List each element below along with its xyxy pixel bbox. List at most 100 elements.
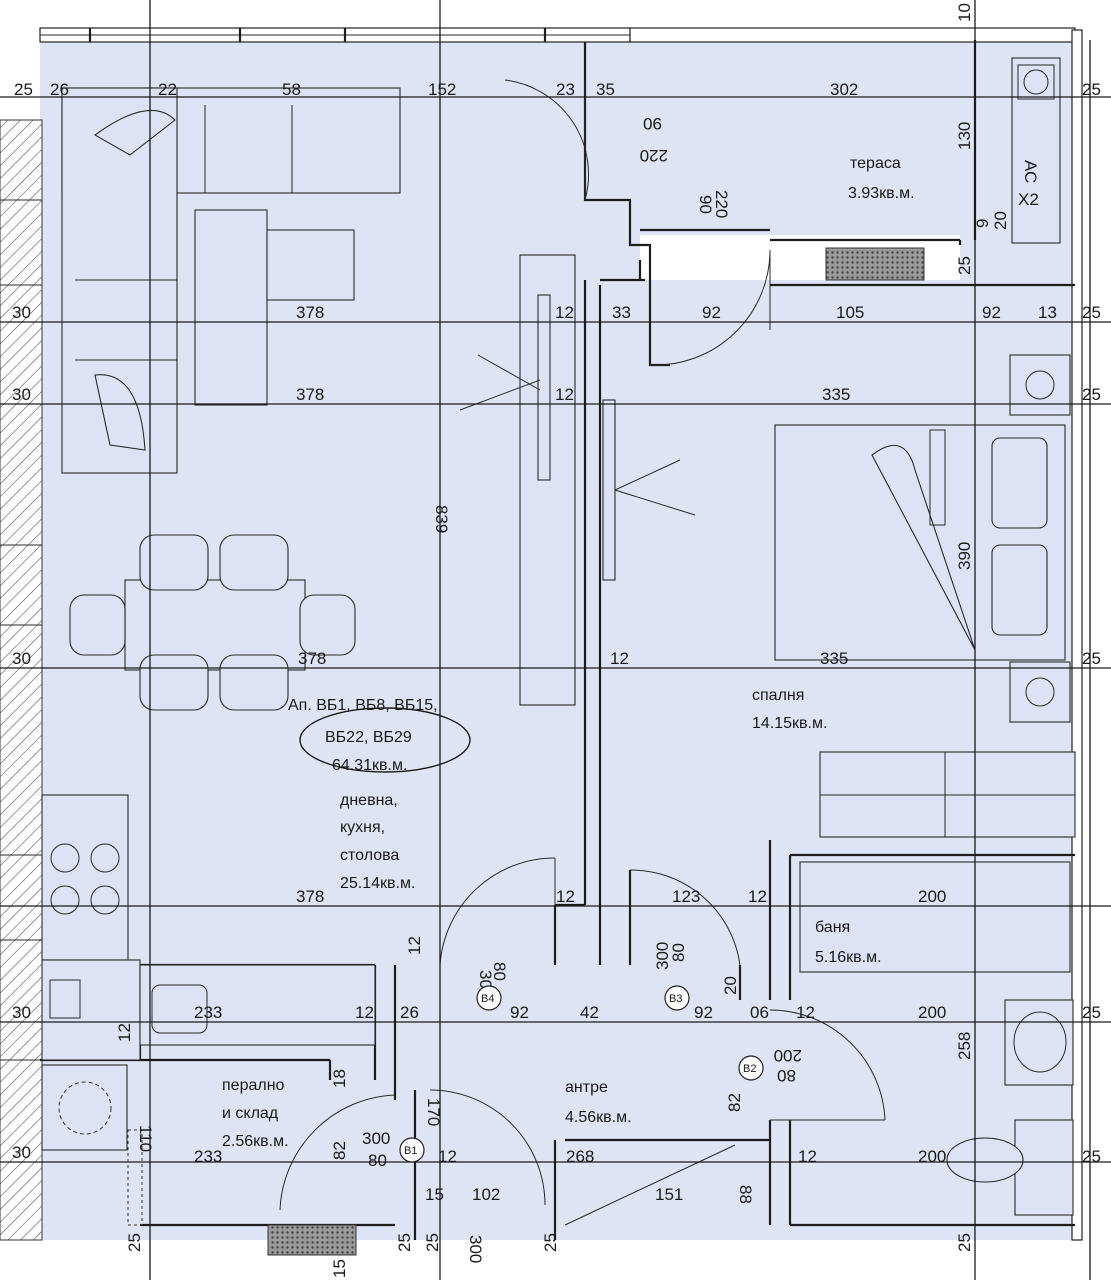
sliding-wardrobe xyxy=(459,254,696,706)
hall-label: антре xyxy=(565,1079,608,1096)
dim: 82 xyxy=(725,1093,744,1112)
dim: 151 xyxy=(655,1185,683,1204)
dim: 300 xyxy=(362,1129,390,1148)
dim: 90 xyxy=(696,195,715,214)
terrace-label: тераса xyxy=(850,155,901,172)
dim: 92 xyxy=(694,1003,713,1022)
dining-label: столова xyxy=(340,847,399,864)
dim: 25 xyxy=(1082,80,1101,99)
living-area: 25.14кв.м. xyxy=(340,875,415,892)
dim: 130 xyxy=(955,122,974,150)
dim: 25 xyxy=(125,1233,144,1252)
dim: 20 xyxy=(991,211,1010,230)
dim: 25 xyxy=(1082,649,1101,668)
markers: В4 В3 В2 В1 xyxy=(399,985,764,1163)
dim: 12 xyxy=(438,1147,457,1166)
dim: 80 xyxy=(777,1066,796,1085)
dim: 390 xyxy=(955,542,974,570)
dim: 335 xyxy=(822,385,850,404)
living-label: дневна, xyxy=(340,792,398,809)
ac-unit xyxy=(1011,57,1061,244)
terrace-area: 3.93кв.м. xyxy=(848,185,915,202)
table-desk xyxy=(194,209,355,406)
dim: 25 xyxy=(955,256,974,275)
dim: 220 xyxy=(712,190,731,218)
dim: 110 xyxy=(136,1125,155,1152)
dim: 92 xyxy=(982,303,1001,322)
kitchen-label: кухня, xyxy=(340,819,385,836)
dim: 26 xyxy=(50,80,69,99)
laundry-area: 2.56кв.м. xyxy=(222,1133,289,1150)
dim: 233 xyxy=(194,1003,222,1022)
dim: 80 xyxy=(669,943,688,962)
dim: 200 xyxy=(918,1147,946,1166)
dim: 25 xyxy=(955,1233,974,1252)
dim: 30 xyxy=(12,1143,31,1162)
marker-b3: В3 xyxy=(669,993,682,1005)
dim: 88 xyxy=(736,1185,755,1204)
dim: 25 xyxy=(1082,1003,1101,1022)
dim: 30 xyxy=(12,303,31,322)
dim: 25 xyxy=(1082,1147,1101,1166)
dim: 92 xyxy=(510,1003,529,1022)
dim: 30 xyxy=(12,649,31,668)
laundry-machine xyxy=(41,1064,143,1226)
dim: 25 xyxy=(423,1233,442,1252)
dim: 302 xyxy=(830,80,858,99)
dim: 92 xyxy=(702,303,721,322)
dim: 58 xyxy=(282,80,301,99)
dim: 200 xyxy=(774,1046,802,1065)
room-labels: Ап. ВБ1, ВБ8, ВБ15, ВБ22, ВБ29 64.31кв.м… xyxy=(222,155,1040,1150)
dim: 170 xyxy=(424,1098,443,1126)
window-wall-top xyxy=(39,27,1076,43)
dim: 22 xyxy=(158,80,177,99)
dim: 12 xyxy=(556,887,575,906)
hall-area: 4.56кв.м. xyxy=(565,1109,632,1126)
ac-count-label: Х2 xyxy=(1018,190,1039,209)
dim: 25 xyxy=(541,1233,560,1252)
dim: 123 xyxy=(672,887,700,906)
dim: 18 xyxy=(330,1069,349,1088)
dim: 258 xyxy=(955,1032,974,1060)
dim: 12 xyxy=(355,1003,374,1022)
dim: 30 xyxy=(12,1003,31,1022)
dim: 378 xyxy=(296,385,324,404)
dim: 12 xyxy=(610,649,629,668)
sofa xyxy=(61,87,401,474)
dim: 82 xyxy=(330,1141,349,1160)
marker-b1: В1 xyxy=(404,1145,417,1157)
apartment-label-2: ВБ22, ВБ29 xyxy=(325,729,412,746)
dim: 10 xyxy=(955,3,974,22)
bed xyxy=(774,354,1071,723)
dim: 80 xyxy=(368,1151,387,1170)
dim: 33 xyxy=(612,303,631,322)
dim: 378 xyxy=(296,887,324,906)
dim: 25 xyxy=(14,80,33,99)
dim: 15 xyxy=(330,1259,349,1278)
dim: 152 xyxy=(428,80,456,99)
dim: 12 xyxy=(748,887,767,906)
marker-b2: В2 xyxy=(743,1063,756,1075)
exterior-wall-right xyxy=(1071,29,1083,1241)
apartment-label-1: Ап. ВБ1, ВБ8, ВБ15, xyxy=(288,697,438,714)
dim: 06 xyxy=(750,1003,769,1022)
dim: 13 xyxy=(1038,303,1057,322)
dim: 90 xyxy=(643,114,662,133)
dim: 300 xyxy=(466,1235,485,1263)
dim: 839 xyxy=(432,505,451,533)
dim: 12 xyxy=(555,385,574,404)
dim: 80 xyxy=(490,962,509,981)
dim: 25 xyxy=(395,1233,414,1252)
dim: 12 xyxy=(555,303,574,322)
dim: 105 xyxy=(836,303,864,322)
dim: 200 xyxy=(918,887,946,906)
bedroom-area: 14.15кв.м. xyxy=(752,715,827,732)
dim: 12 xyxy=(796,1003,815,1022)
dim: 335 xyxy=(820,649,848,668)
dim: 300 xyxy=(653,942,672,970)
dim: 23 xyxy=(556,80,575,99)
dim: 268 xyxy=(566,1147,594,1166)
laundry-label-1: перално xyxy=(222,1077,285,1094)
marker-b4: В4 xyxy=(481,993,494,1005)
